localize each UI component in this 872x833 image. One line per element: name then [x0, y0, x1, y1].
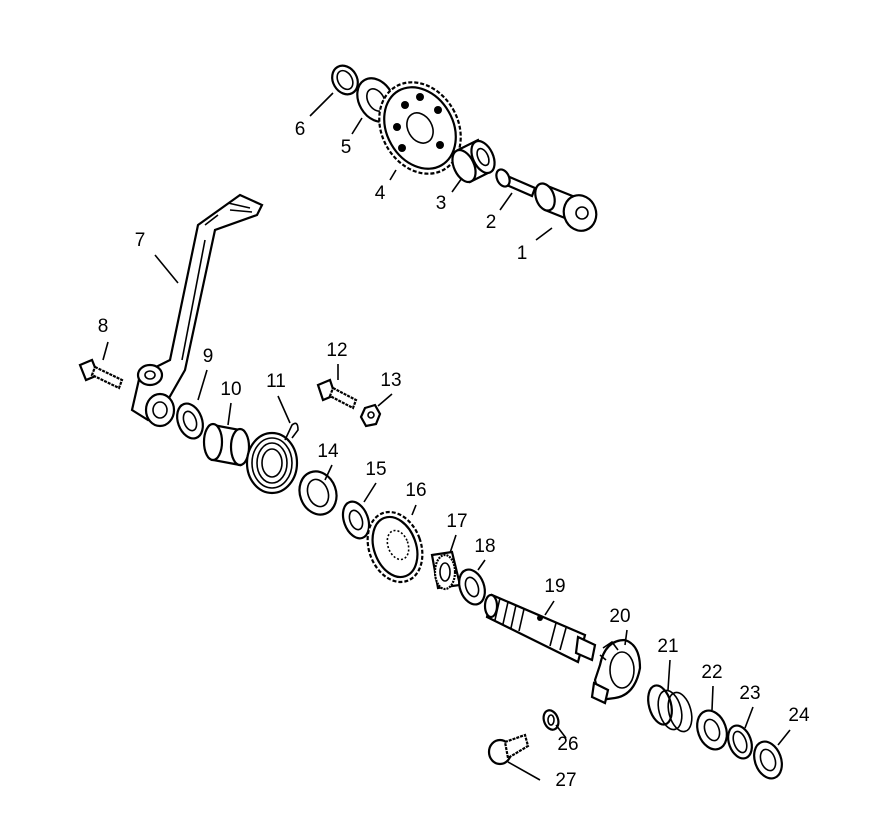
label-13: 13: [380, 370, 401, 391]
label-11: 11: [266, 371, 286, 392]
part-2-pin: [495, 168, 537, 198]
part-7-kick-lever: [130, 193, 264, 428]
label-1: 1: [517, 243, 528, 264]
label-21: 21: [657, 636, 678, 657]
label-14: 14: [317, 441, 339, 462]
part-27-bolt: [487, 733, 530, 766]
label-24: 24: [788, 705, 810, 726]
label-10: 10: [220, 379, 241, 400]
part-11-spring: [245, 422, 299, 495]
label-22: 22: [701, 662, 722, 683]
part-12-bolt: [316, 378, 358, 410]
part-20-ratchet: [590, 638, 642, 705]
part-labels: 1 2 3 4 5 6 7 8 9 10 11 12 13 14 15 16 1…: [98, 119, 810, 791]
label-6: 6: [295, 119, 306, 140]
label-8: 8: [98, 316, 109, 337]
label-12: 12: [326, 340, 347, 361]
label-19: 19: [544, 576, 565, 597]
label-20: 20: [609, 606, 630, 627]
part-22-washer: [696, 709, 728, 751]
label-3: 3: [436, 193, 447, 214]
part-17-needle-bearing: [430, 550, 462, 591]
label-2: 2: [486, 212, 497, 233]
part-19-shaft: [483, 593, 597, 664]
label-9: 9: [203, 346, 214, 367]
label-5: 5: [341, 137, 352, 158]
part-10-bushing: [202, 422, 251, 467]
part-15-washer: [341, 500, 371, 540]
label-7: 7: [135, 230, 146, 251]
label-27: 27: [555, 770, 576, 791]
label-23: 23: [739, 683, 760, 704]
part-6-circlip: [331, 64, 359, 96]
part-21-spring: [647, 684, 693, 733]
label-16: 16: [405, 480, 426, 501]
part-4-gear: [378, 81, 462, 175]
part-13-nut: [359, 403, 382, 428]
part-24-washer: [753, 740, 783, 780]
part-23-circlip: [727, 724, 753, 760]
leader-lines: [102, 92, 791, 781]
label-18: 18: [474, 536, 495, 557]
label-15: 15: [365, 459, 386, 480]
part-3-needle-bearing: [451, 138, 496, 184]
part-9-washer: [176, 402, 204, 440]
label-17: 17: [446, 511, 467, 532]
part-16-gear: [366, 510, 424, 584]
label-26: 26: [557, 734, 578, 755]
part-18-washer: [458, 568, 486, 606]
part-1-sleeve: [534, 182, 598, 232]
part-8-bolt: [78, 358, 124, 390]
part-26-washer: [542, 709, 560, 731]
part-14-ring: [298, 470, 338, 516]
label-4: 4: [375, 183, 386, 204]
